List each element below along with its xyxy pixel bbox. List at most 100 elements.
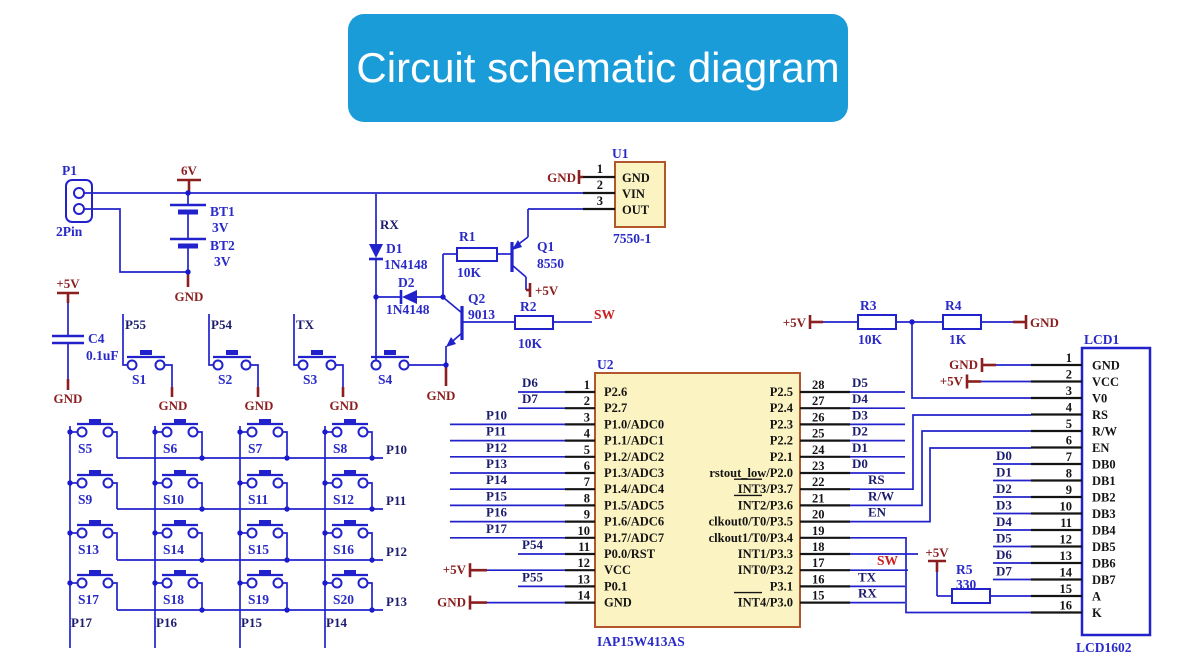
lcd-pin-name: K <box>1092 606 1102 620</box>
u2-net-label: D7 <box>522 391 538 406</box>
button-terminal <box>331 527 343 539</box>
u2-pin-name: P1.5/ADC5 <box>604 498 664 512</box>
lcd-pin-name: DB2 <box>1092 491 1116 505</box>
u2-pin-name: GND <box>604 596 632 610</box>
junction-dot <box>237 580 243 586</box>
diode-d2-symbol <box>399 290 417 304</box>
wire <box>197 482 203 509</box>
button-terminal <box>161 577 173 589</box>
en-wire <box>850 447 1031 523</box>
u2-pin-number: 8 <box>584 491 590 505</box>
r3-ref-label: R3 <box>860 298 877 313</box>
button-terminal <box>76 577 88 589</box>
u2-power-flag-label: +5V <box>443 562 467 577</box>
r5-5v-flag-label: +5V <box>925 545 949 560</box>
u2-pin-number: 11 <box>578 540 590 554</box>
u2-net-label: P12 <box>486 440 507 455</box>
c4-value-label: 0.1uF <box>86 348 119 363</box>
u2-net-label: D3 <box>852 407 868 422</box>
junction-dot <box>67 480 73 486</box>
u2-pin-number: 27 <box>812 394 825 408</box>
u2-pin-name: INT1/P3.3 <box>738 547 793 561</box>
lcd1-ref-label: LCD1 <box>1084 332 1120 347</box>
keypad-row-net-label: P13 <box>386 594 407 609</box>
keypad-col-net-label: P16 <box>156 615 177 630</box>
lcd-pin-name: GND <box>1092 359 1120 373</box>
wire <box>112 582 118 610</box>
button-terminal <box>154 359 166 371</box>
button-terminal <box>297 359 309 371</box>
lcd-pin-number: 4 <box>1066 401 1073 415</box>
c4-5v-flag-symbol <box>57 291 79 303</box>
u2-net-label: P10 <box>486 407 507 422</box>
r1-ref-label: R1 <box>459 229 476 244</box>
p1-connector-body <box>65 179 93 223</box>
junction-dot <box>237 480 243 486</box>
resistor-r4-body <box>942 314 982 330</box>
button-terminal <box>357 527 369 539</box>
wire <box>282 582 288 610</box>
net-label: P55 <box>125 317 146 332</box>
keypad-button-S5: S5 <box>67 419 118 458</box>
title-banner: Circuit schematic diagram <box>348 14 848 122</box>
keypad-button-S20: S20 <box>322 570 373 610</box>
keypad-button-S18: S18 <box>152 570 203 610</box>
r1-value-label: 10K <box>457 265 482 280</box>
lcd-pin-number: 12 <box>1060 533 1073 547</box>
button-ref-label: S8 <box>333 441 348 456</box>
battery-gnd-label: GND <box>175 289 204 304</box>
button-plunger <box>89 570 101 575</box>
junction-dot <box>322 480 328 486</box>
u2-pin-name: clkout1/T0/P3.4 <box>709 531 794 545</box>
u2-pin-number: 2 <box>584 394 590 408</box>
button-terminal <box>272 527 284 539</box>
divider-5v-flag-label: +5V <box>783 315 807 330</box>
lcd-pin-name: DB3 <box>1092 507 1116 521</box>
u1-pin-stubs <box>528 175 615 211</box>
button-terminal <box>102 527 114 539</box>
button-terminal <box>246 477 258 489</box>
p1-ref-label: P1 <box>62 163 77 178</box>
button-plunger <box>89 470 101 475</box>
u1-pin2-number: 2 <box>597 178 603 192</box>
u2-pin-number: 26 <box>812 410 825 424</box>
lcd-pin-name: DB7 <box>1092 573 1116 587</box>
r2-value-label: 10K <box>518 336 543 351</box>
lcd-pin-name: EN <box>1092 441 1109 455</box>
u2-net-label: RX <box>858 586 877 601</box>
button-terminal <box>331 426 343 438</box>
lcd-pin-number: 11 <box>1060 516 1072 530</box>
u2-pin-name: P1.1/ADC1 <box>604 434 664 448</box>
lcd-pin-name: DB5 <box>1092 540 1116 554</box>
transistor-q1-symbol <box>510 209 529 290</box>
u2-pin-name: P3.1 <box>770 579 793 593</box>
u1-pin3-name: OUT <box>622 203 650 217</box>
wire <box>367 431 373 458</box>
button-plunger <box>259 570 271 575</box>
gnd-label: GND <box>330 398 359 413</box>
r5-5v-flag-symbol <box>928 559 946 572</box>
button-terminal <box>187 577 199 589</box>
u2-pin-number: 10 <box>578 524 591 538</box>
button-terminal <box>102 577 114 589</box>
keypad-button-S9: S9 <box>67 470 118 509</box>
u1-pin2-name: VIN <box>622 187 645 201</box>
u2-power-flag-label: GND <box>437 595 466 610</box>
button-terminal <box>246 577 258 589</box>
junction-dot <box>152 429 158 435</box>
keypad-button-S16: S16 <box>322 520 373 560</box>
lcd-pin-name: DB0 <box>1092 458 1116 472</box>
junction-dot <box>322 580 328 586</box>
q1-5v-flag-symbol <box>526 283 532 297</box>
button-ref-label: S14 <box>163 542 184 557</box>
u1-pin1-number: 1 <box>597 162 603 176</box>
keypad-row-net-label: P11 <box>386 493 406 508</box>
backlight-k-wire <box>850 536 1031 614</box>
wire <box>122 314 128 366</box>
lcd-pin-name: DB1 <box>1092 474 1116 488</box>
lcd-net-label: D5 <box>996 531 1012 546</box>
u1-pin1-name: GND <box>622 171 650 185</box>
